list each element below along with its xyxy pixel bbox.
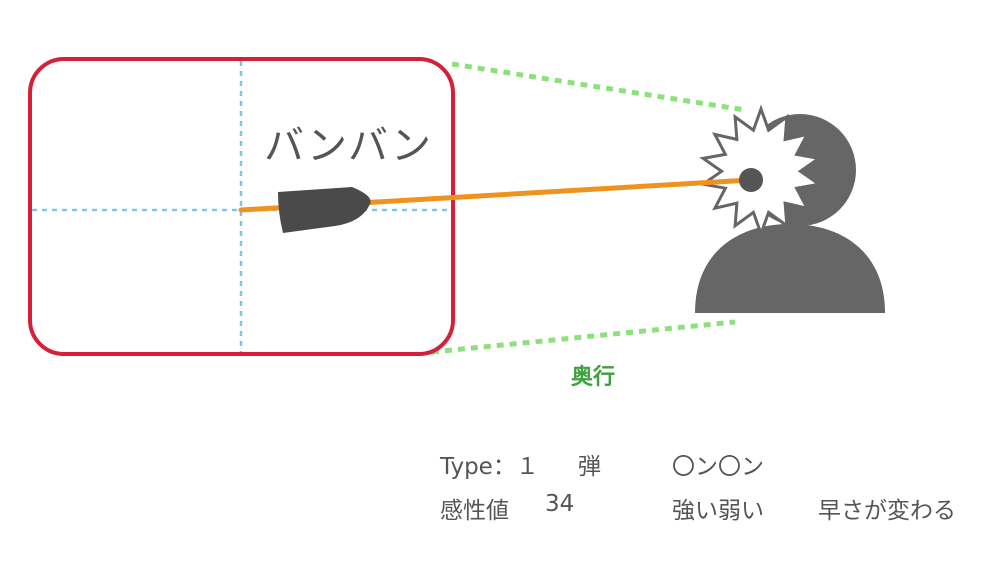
perspective-line-bottom bbox=[431, 319, 736, 355]
depth-label: 奥行 bbox=[571, 365, 616, 390]
sensitivity-value: 34 bbox=[545, 491, 575, 517]
speed-word: 早さが変わる bbox=[818, 498, 956, 524]
sensitivity-label: 感性値 bbox=[440, 498, 509, 524]
type-word: 弾 bbox=[578, 454, 601, 480]
bullet-icon bbox=[278, 187, 371, 233]
onomatopoeia-text: バンバン bbox=[264, 123, 432, 169]
sound-word: 〇ン〇ン bbox=[672, 454, 764, 480]
strength-word: 強い弱い bbox=[672, 498, 764, 524]
person-body bbox=[695, 224, 885, 313]
impact-point bbox=[739, 168, 763, 192]
type-label: Type：１ bbox=[440, 454, 539, 480]
perspective-line-top bbox=[451, 61, 746, 113]
impact-burst-icon bbox=[699, 104, 823, 239]
screen-frame bbox=[28, 57, 455, 356]
